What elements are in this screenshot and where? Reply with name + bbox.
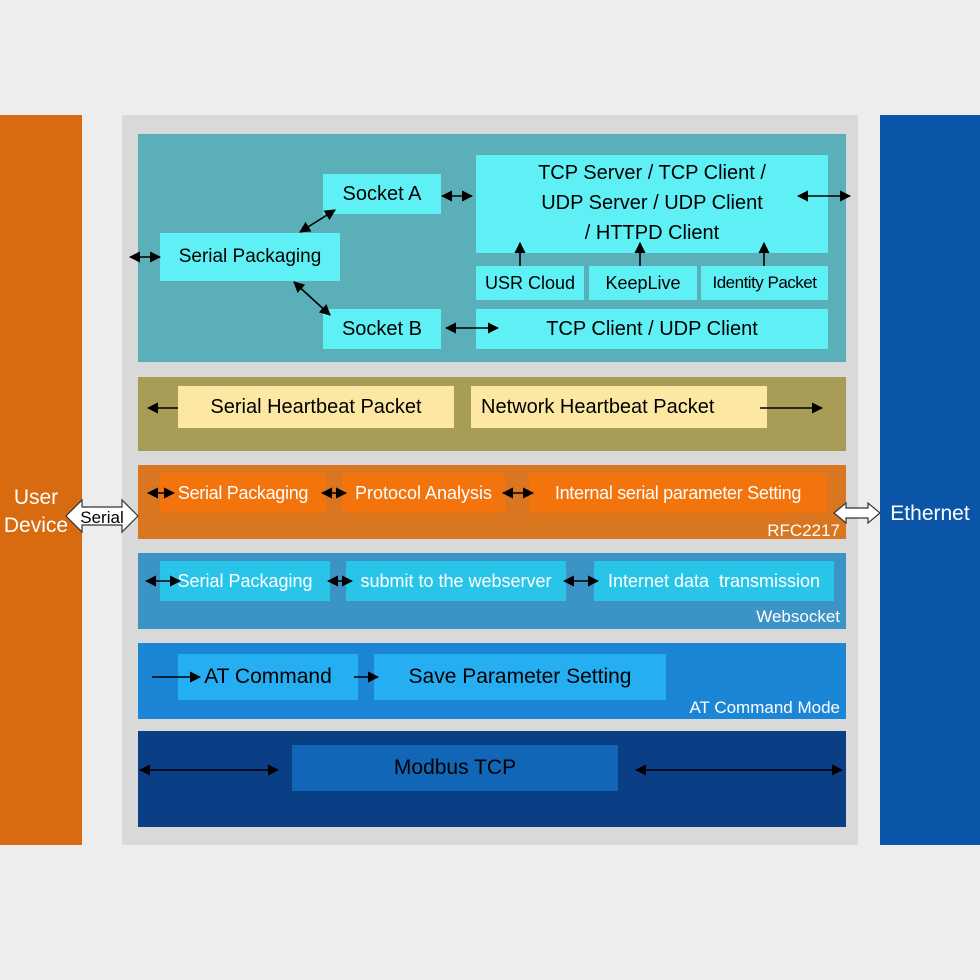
- serial-connector-label: Serial: [80, 508, 123, 527]
- user-device-bar: [0, 115, 82, 845]
- modbus-tcp-box: Modbus TCP: [292, 745, 618, 791]
- usr-cloud-box: USR Cloud: [476, 266, 584, 300]
- serial-heartbeat-box: Serial Heartbeat Packet: [178, 386, 454, 428]
- user-device-label: User Device: [0, 484, 72, 540]
- network-heartbeat-box: Network Heartbeat Packet: [471, 386, 767, 428]
- tcp-server-line2: UDP Server / UDP Client: [541, 192, 763, 214]
- protocol-analysis-box: Protocol Analysis: [342, 473, 505, 513]
- ethernet-bar: [880, 115, 980, 845]
- serial-double-arrow: [65, 498, 139, 534]
- internet-transmission-box: Internet data transmission: [594, 561, 834, 601]
- socket-b-box: Socket B: [323, 309, 441, 349]
- arrow-to-socket-b: [293, 281, 331, 316]
- arrow-to-socket-a: [299, 209, 336, 233]
- at-command-box: AT Command: [178, 654, 358, 700]
- websocket-label: Websocket: [756, 607, 840, 626]
- ethernet-double-arrow: [833, 501, 881, 525]
- ws-serial-packaging-box: Serial Packaging: [160, 561, 330, 601]
- rfc-serial-packaging-box: Serial Packaging: [160, 473, 326, 513]
- user-device-label-line2: Device: [3, 514, 69, 537]
- tcp-server-client-box: TCP Server / TCP Client / UDP Server / U…: [476, 155, 828, 253]
- tcp-server-line3: / HTTPD Client: [584, 222, 720, 244]
- tcp-server-line1: TCP Server / TCP Client /: [538, 162, 766, 184]
- ethernet-label: Ethernet: [890, 502, 970, 525]
- save-parameter-box: Save Parameter Setting: [374, 654, 666, 700]
- rfc2217-label: RFC2217: [767, 521, 840, 540]
- socket-a-box: Socket A: [323, 174, 441, 214]
- at-command-mode-label: AT Command Mode: [689, 698, 840, 717]
- user-device-label-line1: User: [13, 486, 59, 509]
- internal-serial-setting-box: Internal serial parameter Setting: [529, 473, 827, 513]
- identity-packet-box: Identity Packet: [701, 266, 828, 300]
- submit-webserver-box: submit to the webserver: [346, 561, 566, 601]
- socket-serial-packaging-box: Serial Packaging: [160, 233, 340, 281]
- keeplive-box: KeepLive: [589, 266, 697, 300]
- tcp-udp-client-box: TCP Client / UDP Client: [476, 309, 828, 349]
